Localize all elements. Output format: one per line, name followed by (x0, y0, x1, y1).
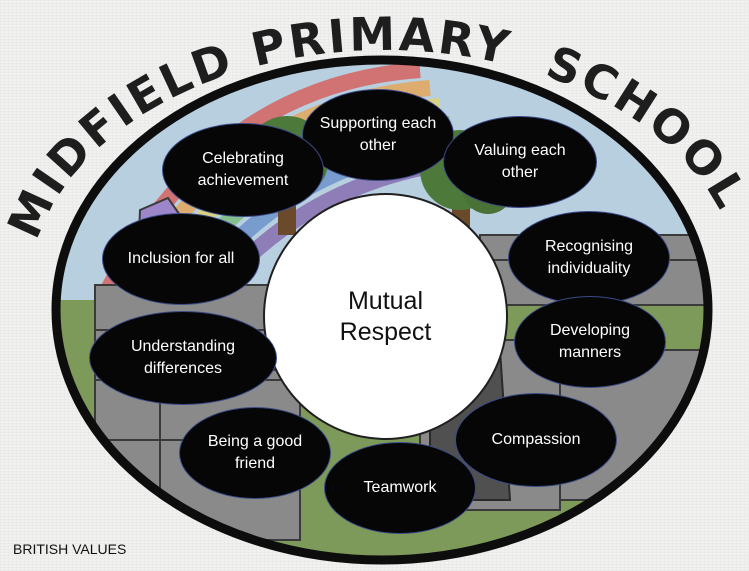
oval-ring (51, 55, 713, 565)
value-bubble-teamwork: Teamwork (325, 443, 475, 533)
value-label: Understanding differences (130, 338, 236, 377)
value-bubble-valuing: Valuing each other (444, 117, 596, 207)
value-bubble-good-friend: Being a good friend (180, 408, 330, 498)
value-bubble-understanding: Understanding differences (90, 312, 276, 404)
value-bubble-inclusion: Inclusion for all (103, 214, 259, 304)
value-bubble-compassion: Compassion (456, 394, 616, 486)
value-label: Supporting each other (319, 115, 437, 154)
footer-caption: BRITISH VALUES (13, 541, 127, 557)
value-label: Recognising individuality (544, 238, 634, 277)
value-bubble-recognising: Recognising individuality (509, 212, 669, 304)
value-label: Being a good friend (207, 433, 303, 472)
value-bubble-celebrating: Celebrating achievement (163, 124, 323, 216)
value-bubble-manners: Developing manners (515, 297, 665, 387)
value-label: Teamwork (363, 479, 437, 496)
value-label: Compassion (491, 431, 581, 448)
value-bubble-supporting: Supporting each other (303, 90, 453, 180)
value-label: Inclusion for all (127, 250, 235, 267)
mutual-respect-circle: Mutual Respect (263, 193, 508, 440)
center-label: Mutual Respect (339, 286, 432, 346)
value-label: Developing manners (549, 322, 631, 361)
value-label: Valuing each other (474, 142, 566, 181)
value-label: Celebrating achievement (197, 150, 289, 189)
